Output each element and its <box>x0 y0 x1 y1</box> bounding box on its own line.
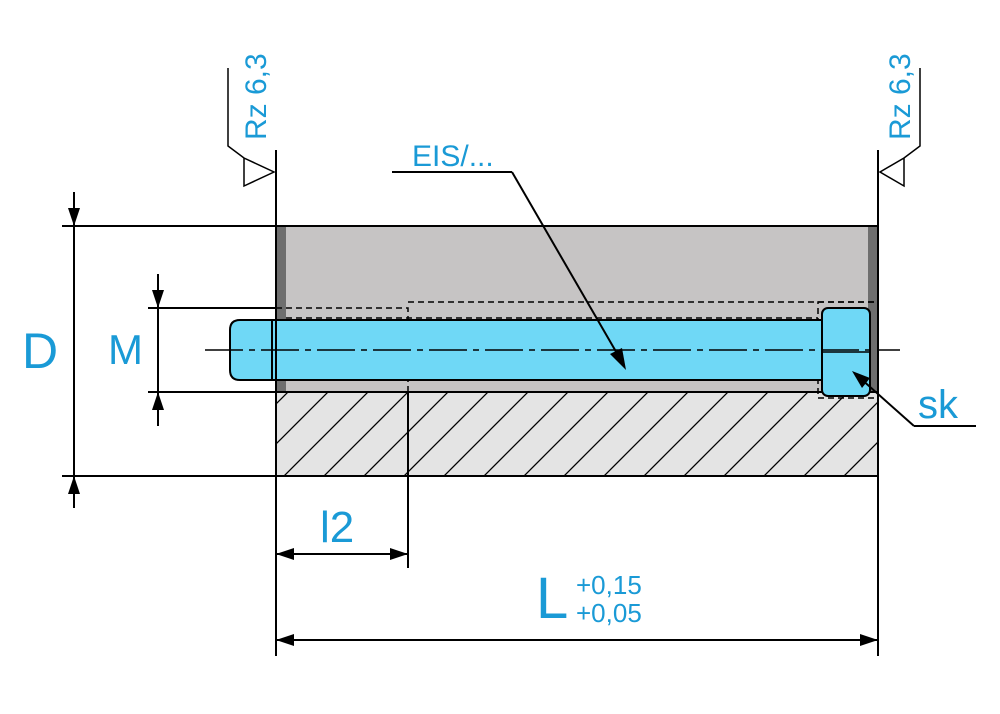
leader-sk <box>859 377 915 427</box>
roughness-label-right: Rz 6,3 <box>884 53 917 140</box>
tolerance-upper: +0,15 <box>576 570 642 600</box>
dim-arrow-l2-right <box>390 548 408 560</box>
thread-length-label: l2 <box>320 503 354 552</box>
dim-arrow-d-top <box>68 208 80 226</box>
roughness-symbol-left <box>227 68 276 188</box>
leader-eis <box>511 171 623 363</box>
key-size-label: sk <box>918 383 959 427</box>
part-reference-label: EIS/... <box>412 140 494 173</box>
roughness-label-left: Rz 6,3 <box>240 53 273 140</box>
dim-arrow-l-right <box>860 634 878 646</box>
dim-arrow-d-bottom <box>68 476 80 494</box>
dim-arrow-l-left <box>276 634 294 646</box>
dim-arrow-m-top <box>152 290 164 308</box>
dim-arrow-m-bottom <box>152 392 164 410</box>
diameter-label: D <box>22 323 58 379</box>
thread-hole-outline <box>276 307 409 392</box>
thread-size-label: M <box>108 326 143 373</box>
screw-shank <box>229 319 823 381</box>
leader-sk-arrow <box>852 371 870 388</box>
hatching <box>276 392 878 476</box>
tolerance-lower: +0,05 <box>576 598 642 628</box>
chamfer-left <box>276 226 286 392</box>
chamfer-right <box>868 226 878 392</box>
length-label: L <box>536 566 568 631</box>
leader-eis-arrow <box>610 348 626 370</box>
roughness-symbol-right <box>878 68 921 188</box>
dim-arrow-l2-left <box>276 548 294 560</box>
